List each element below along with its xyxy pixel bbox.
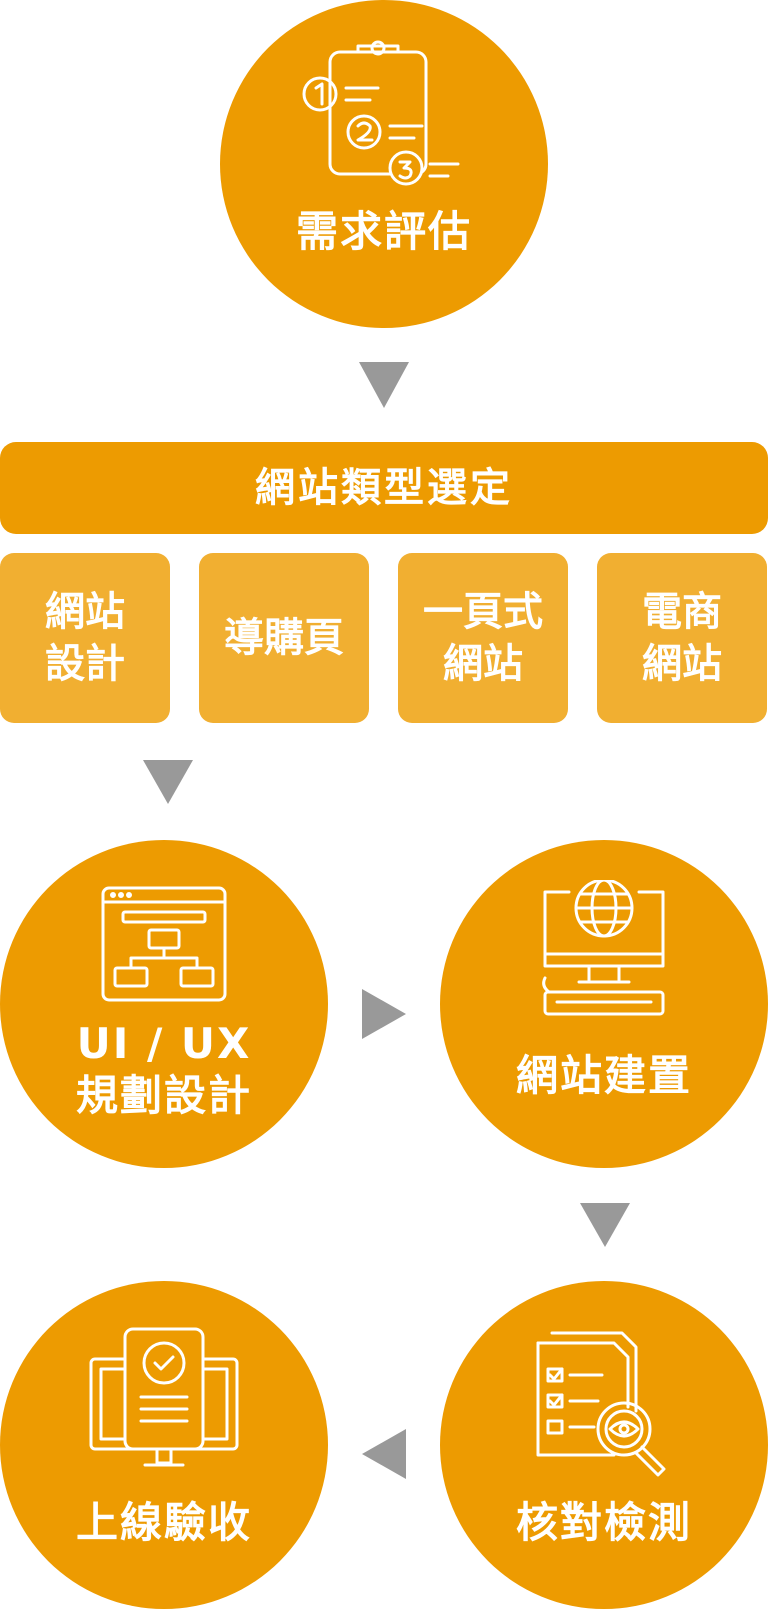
site-type-card-ecommerce[interactable]: 電商網站 bbox=[597, 553, 767, 723]
site-type-card-onepage[interactable]: 一頁式網站 bbox=[398, 553, 568, 723]
card-line: 電商 bbox=[642, 589, 722, 635]
globe-computer-icon bbox=[542, 880, 665, 1016]
approved-device-icon bbox=[89, 1327, 239, 1467]
step-label: UI / UX bbox=[76, 1019, 252, 1068]
card-line: 導購頁 bbox=[224, 615, 344, 661]
step-label: 規劃設計 bbox=[75, 1071, 252, 1120]
card-line: 一頁式 bbox=[423, 589, 543, 635]
arrow-down-icon bbox=[580, 1203, 630, 1247]
card-line: 設計 bbox=[45, 641, 125, 687]
site-type-card-landing[interactable]: 導購頁 bbox=[199, 553, 369, 723]
document-inspect-icon bbox=[536, 1331, 666, 1477]
arrow-left-icon bbox=[362, 1429, 406, 1479]
arrow-down-icon bbox=[143, 760, 193, 804]
step-launch-acceptance: 上線驗收 bbox=[0, 1281, 328, 1609]
arrow-right-icon bbox=[362, 989, 406, 1039]
step-verification: 核對檢測 bbox=[440, 1281, 768, 1609]
step-label: 上線驗收 bbox=[75, 1498, 252, 1547]
step-uiux-design: UI / UX 規劃設計 bbox=[0, 840, 328, 1168]
site-type-card-web-design[interactable]: 網站設計 bbox=[0, 553, 170, 723]
site-type-header: 網站類型選定 bbox=[0, 442, 768, 534]
step-site-build: 網站建置 bbox=[440, 840, 768, 1168]
sitemap-icon bbox=[101, 886, 227, 1002]
checklist-icon bbox=[302, 40, 460, 186]
step-needs-assessment: 需求評估 bbox=[220, 0, 548, 328]
arrow-down-icon bbox=[359, 362, 409, 408]
step-label: 網站建置 bbox=[515, 1051, 692, 1100]
card-line: 網站 bbox=[45, 589, 125, 635]
card-line: 網站 bbox=[443, 641, 523, 687]
card-line: 網站 bbox=[642, 641, 722, 687]
step-label: 需求評估 bbox=[295, 207, 472, 256]
step-label: 核對檢測 bbox=[515, 1498, 692, 1547]
